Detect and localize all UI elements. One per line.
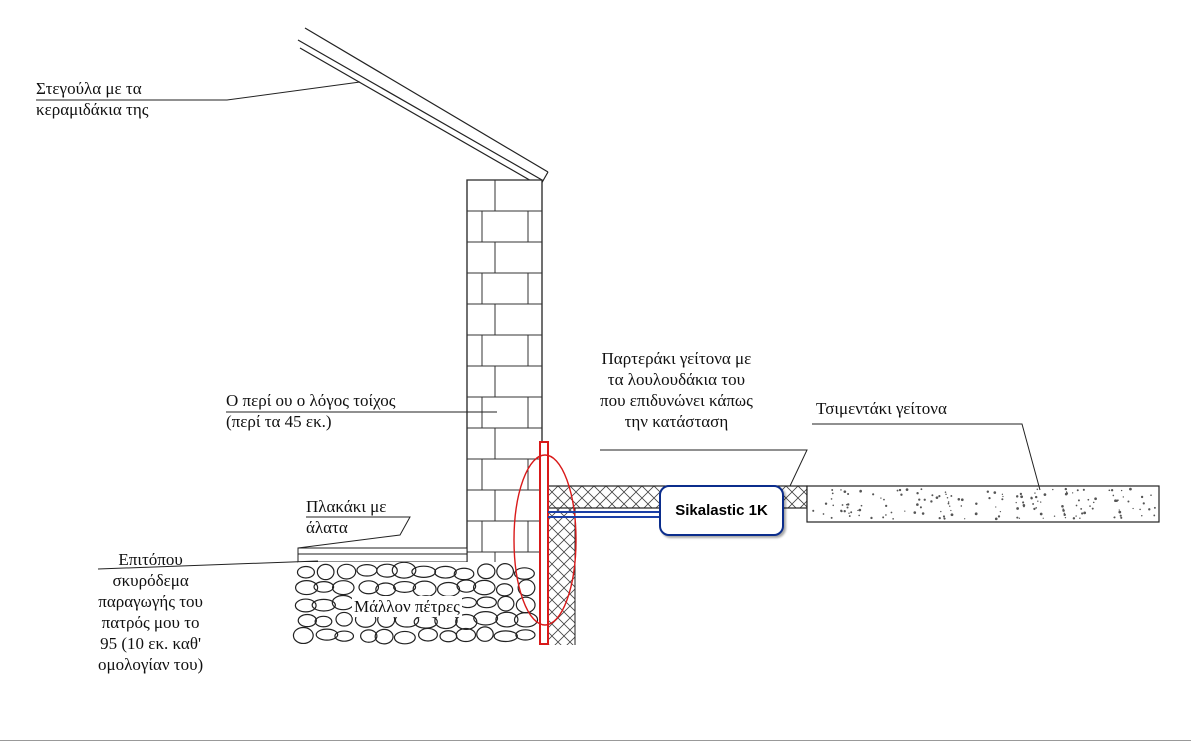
roof-label-line: κεραμιδάκια της (36, 100, 149, 119)
concrete-label-line: 95 (10 εκ. καθ' (100, 634, 202, 653)
problem-area-highlight (513, 441, 577, 645)
roof-label-line: Στεγούλα με τα (36, 79, 142, 98)
concrete-label-line: σκυρόδεμα (112, 571, 189, 590)
callout-leader (548, 511, 659, 518)
neighbor-slab-label: Τσιμεντάκι γείτονα (816, 399, 947, 418)
wall-label-line: (περί τα 45 εκ.) (226, 412, 332, 431)
concrete-label-line: Επιτόπου (118, 550, 183, 569)
tile-label-line: άλατα (306, 518, 348, 537)
sikalastic-callout: Sikalastic 1K (659, 485, 784, 536)
garden-label-line: τα λουλουδάκια του (607, 370, 746, 389)
tile-floor (297, 547, 468, 563)
wall-label-line: Ο περί ου ο λόγος τοίχος (226, 391, 396, 410)
tile-label-line: Πλακάκι με (306, 497, 387, 516)
wall-label: Ο περί ου ο λόγος τοίχος (περί τα 45 εκ.… (226, 390, 396, 432)
roof (297, 27, 549, 187)
page-bottom-rule (0, 740, 1191, 741)
garden-label: Παρτεράκι γείτονα με τα λουλουδάκια του … (600, 348, 753, 432)
garden-label-line: Παρτεράκι γείτονα με (601, 349, 752, 368)
concrete-label-line: παραγωγής του (98, 592, 203, 611)
roof-label: Στεγούλα με τα κεραμιδάκια της (36, 78, 148, 120)
garden-label-line: την κατάσταση (624, 412, 729, 431)
brick-wall (466, 179, 543, 569)
concrete-label: Επιτόπου σκυρόδεμα παραγωγής του πατρός … (98, 549, 203, 675)
concrete-label-line: ομολογίαν του) (98, 655, 204, 674)
concrete-label-line: πατρός μου το (101, 613, 200, 632)
garden-label-line: που επιδυνώνει κάπως (600, 391, 753, 410)
leader-lines (36, 81, 1041, 570)
stones-label: Μάλλον πέτρες (352, 596, 462, 617)
tile-label: Πλακάκι με άλατα (306, 496, 386, 538)
neighbor-concrete-slab (806, 485, 1160, 523)
